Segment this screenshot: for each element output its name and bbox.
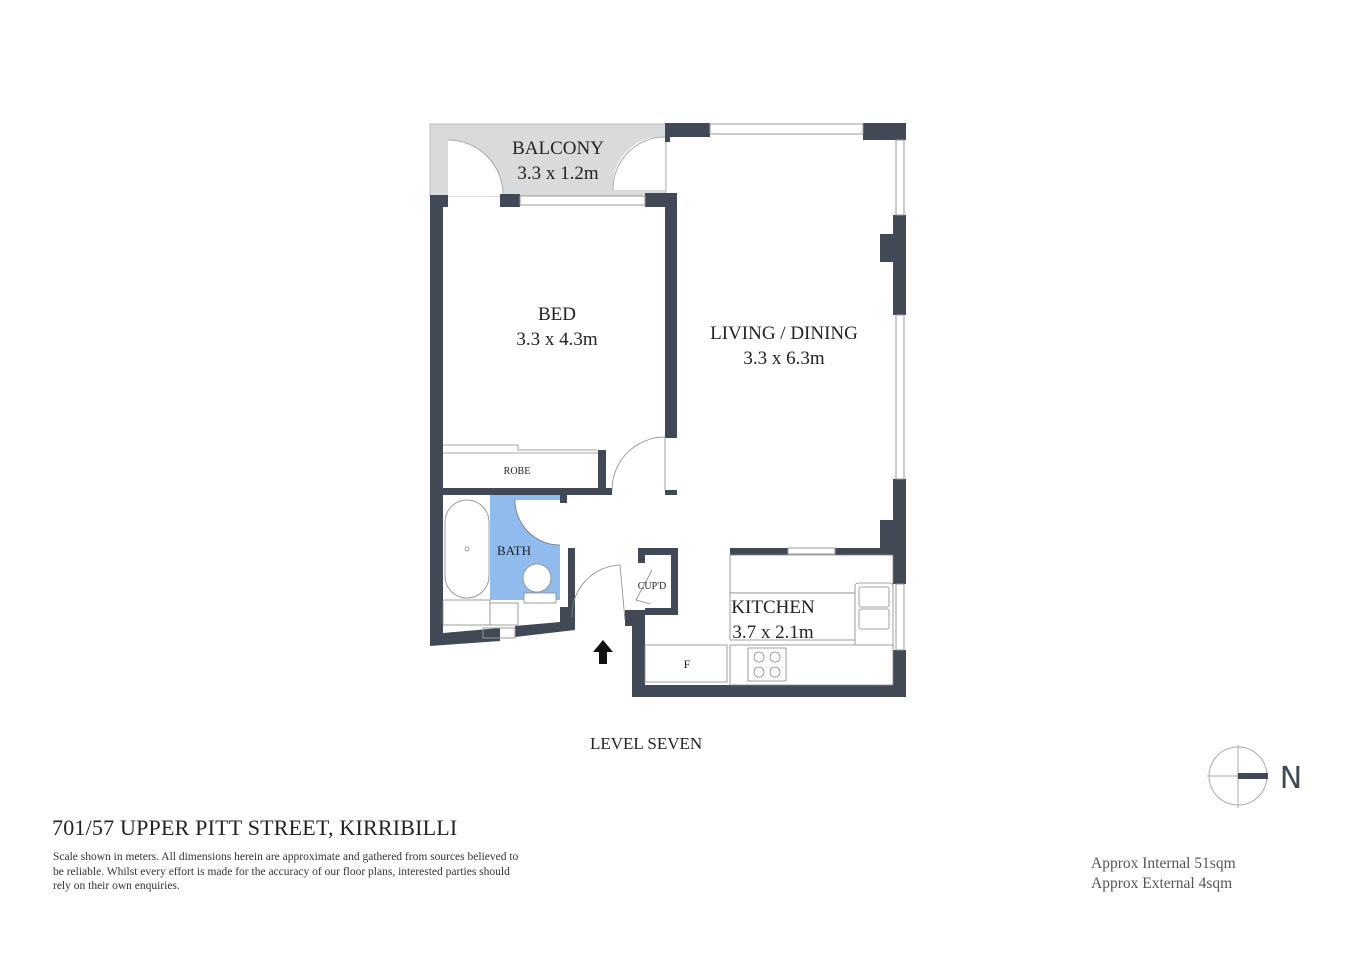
balcony-size: 3.3 x 1.2m xyxy=(517,163,599,184)
bed-size: 3.3 x 4.3m xyxy=(516,329,598,350)
windows xyxy=(482,123,905,651)
internal-area: Approx Internal 51sqm xyxy=(1091,855,1236,872)
living-label: LIVING / DINING xyxy=(710,323,858,344)
robe-label: ROBE xyxy=(504,466,531,477)
fixtures xyxy=(442,499,894,686)
kitchen-size: 3.7 x 2.1m xyxy=(732,622,814,643)
bed-label: BED xyxy=(538,304,576,325)
balcony-label: BALCONY xyxy=(512,138,604,159)
level-label: LEVEL SEVEN xyxy=(590,734,703,753)
bath-label: BATH xyxy=(497,543,531,558)
north-compass-icon: N xyxy=(1207,745,1302,808)
balcony xyxy=(429,123,667,197)
doors xyxy=(571,436,666,621)
entry-arrow-icon xyxy=(593,640,613,664)
fridge-label: F xyxy=(684,657,691,671)
compass-label: N xyxy=(1280,761,1302,796)
living-size: 3.3 x 6.3m xyxy=(743,348,825,369)
disclaimer: Scale shown in meters. All dimensions he… xyxy=(53,851,519,892)
walls xyxy=(430,123,906,697)
external-area: Approx External 4sqm xyxy=(1091,874,1233,892)
kitchen-label: KITCHEN xyxy=(731,597,815,618)
property-address: 701/57 UPPER PITT STREET, KIRRIBILLI xyxy=(52,815,458,840)
robe xyxy=(443,444,598,454)
area-summary: Approx Internal 51sqm Approx External 4s… xyxy=(1091,854,1236,893)
cupboard-label: CUP'D xyxy=(638,581,666,592)
